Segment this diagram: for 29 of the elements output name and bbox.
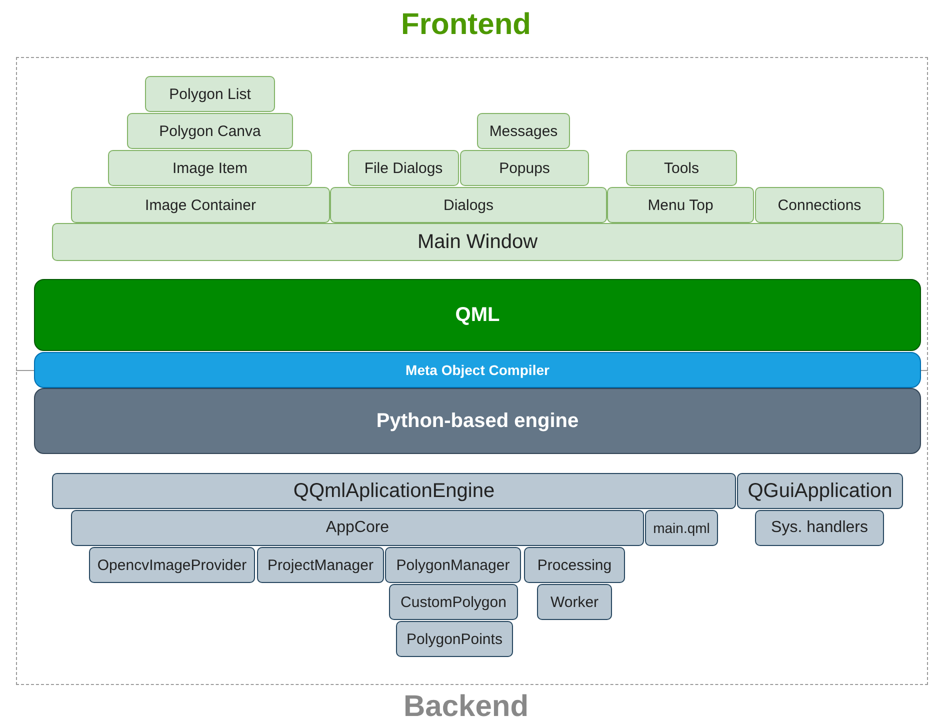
component-box: Connections xyxy=(755,187,884,223)
component-box: ProjectManager xyxy=(257,547,384,583)
component-box: Processing xyxy=(524,547,625,583)
layer-bar: QML xyxy=(34,279,921,351)
component-box: AppCore xyxy=(71,510,644,546)
component-box: PolygonManager xyxy=(385,547,521,583)
component-box: File Dialogs xyxy=(348,150,459,186)
component-box: Menu Top xyxy=(607,187,754,223)
section-title: Frontend xyxy=(400,8,532,42)
component-box: Popups xyxy=(460,150,589,186)
component-box: Tools xyxy=(626,150,737,186)
component-box: Main Window xyxy=(52,223,903,261)
component-box: Image Item xyxy=(108,150,312,186)
component-box: CustomPolygon xyxy=(389,584,518,620)
component-box: Worker xyxy=(537,584,612,620)
layer-bar: Meta Object Compiler xyxy=(34,352,921,388)
component-box: QGuiApplication xyxy=(737,473,903,509)
component-box: Messages xyxy=(477,113,570,149)
component-box: PolygonPoints xyxy=(396,621,513,657)
component-box: Polygon Canva xyxy=(127,113,293,149)
component-box: Polygon List xyxy=(145,76,275,112)
layer-bar: Python-based engine xyxy=(34,388,921,454)
component-box: main.qml xyxy=(645,510,718,546)
component-box: Dialogs xyxy=(330,187,607,223)
component-box: Image Container xyxy=(71,187,330,223)
component-box: Sys. handlers xyxy=(755,510,884,546)
component-box: QQmlAplicationEngine xyxy=(52,473,736,509)
section-title: Backend xyxy=(402,690,530,724)
component-box: OpencvImageProvider xyxy=(89,547,255,583)
